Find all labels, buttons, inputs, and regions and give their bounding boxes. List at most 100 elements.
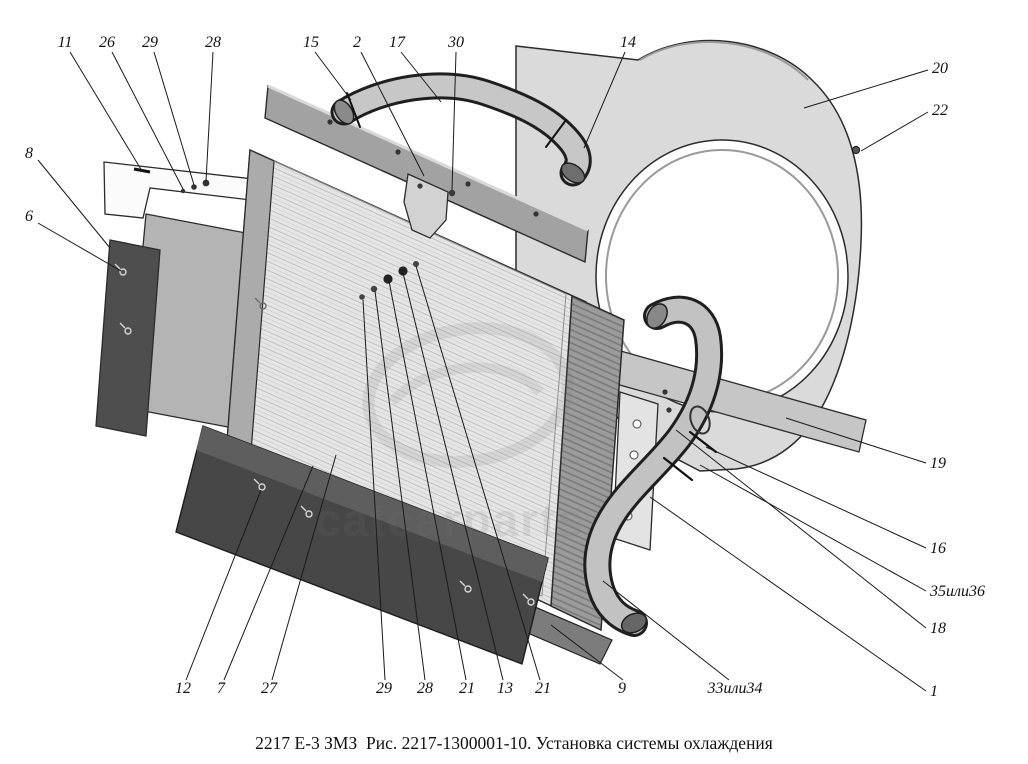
shroud-bolt (851, 145, 861, 155)
callout-8: 8 (25, 145, 33, 162)
bottom-deflector-panel (175, 425, 549, 665)
grommet (383, 274, 393, 284)
core-fasteners (359, 261, 419, 300)
crossmember-bolt (533, 211, 539, 217)
leader-line-19 (785, 417, 927, 464)
leader-line-28 (205, 51, 214, 182)
callout-9: 9 (618, 680, 626, 697)
leader-line-35или36 (699, 464, 927, 592)
radiator-mount-bracket (403, 173, 449, 239)
clip-markers (114, 263, 535, 606)
callout-14: 14 (620, 34, 636, 51)
callout-29: 29 (142, 34, 158, 51)
leader-line-30 (451, 51, 457, 191)
callout-20: 20 (932, 60, 948, 77)
callout-12: 12 (175, 680, 191, 697)
bracket-screw (417, 183, 423, 189)
leader-line-15 (314, 51, 352, 101)
leader-line-27 (271, 454, 337, 681)
plate-hole (629, 450, 639, 460)
crossmember-bolt (395, 149, 401, 155)
leader-line-17 (400, 51, 442, 103)
callout-22: 22 (932, 102, 948, 119)
callout-26: 26 (99, 34, 115, 51)
clip-icon (124, 327, 132, 335)
callout-11: 11 (58, 34, 73, 51)
leader-line-1 (649, 496, 927, 692)
clip-icon (258, 483, 266, 491)
plate-bolt (662, 389, 668, 395)
callout-15: 15 (303, 34, 319, 51)
callout-33или34: 33или34 (707, 680, 763, 697)
leader-line-2 (360, 51, 425, 177)
callout-21: 21 (459, 680, 475, 697)
hose-clamp (545, 119, 567, 148)
hose-clamp (346, 92, 361, 128)
leader-line-7 (223, 465, 314, 681)
fastener (413, 261, 419, 267)
watermark-swoosh (388, 362, 544, 406)
upper-radiator-hose (330, 72, 592, 187)
crossmember-edge (267, 84, 589, 232)
leader-line-33или34 (602, 580, 730, 681)
lower-radiator-hose (583, 295, 724, 637)
leader-line-9 (550, 624, 624, 681)
clip-icon (464, 585, 472, 593)
bottom-panel-flange (196, 426, 548, 582)
leader-line-16 (705, 446, 927, 549)
crossmember-bolt (465, 181, 471, 187)
leader-line-22 (860, 111, 929, 152)
pipe-joint-ring (689, 405, 711, 435)
callout-21: 21 (535, 680, 551, 697)
plate-bolt (666, 407, 672, 413)
leader-line-14 (583, 51, 626, 149)
plate-hole (632, 419, 642, 429)
callout-1: 1 (930, 683, 938, 700)
hose-end-fitting (620, 612, 648, 634)
leader-line-29 (362, 299, 386, 681)
hose-clamp (662, 456, 694, 482)
leader-line-26 (111, 51, 184, 190)
callout-17: 17 (389, 34, 406, 51)
callout-2: 2 (353, 34, 361, 51)
callout-29: 29 (376, 680, 392, 697)
callout-7: 7 (217, 680, 226, 697)
hose-end-fitting (333, 99, 355, 125)
clip-icon (527, 598, 535, 606)
clip-icon (259, 302, 267, 310)
clip-icon (119, 268, 127, 276)
bracket-screw (448, 189, 456, 197)
crossmember-bolt (327, 119, 333, 125)
callout-28: 28 (417, 680, 433, 697)
fastener (202, 179, 210, 187)
fastener (191, 184, 197, 190)
hose-end-fitting (560, 162, 586, 184)
leader-line-20 (803, 69, 929, 109)
hose-end-fitting (646, 303, 668, 329)
fastener (180, 188, 186, 194)
leader-line-8 (37, 159, 111, 249)
leader-line-12 (185, 489, 262, 681)
clip-icon (305, 510, 313, 518)
callout-6: 6 (25, 208, 33, 225)
fastener (359, 294, 365, 300)
leader-line-11 (69, 51, 143, 172)
leader-line-28 (374, 290, 426, 681)
fastener (370, 285, 378, 293)
leader-line-29 (153, 51, 195, 186)
watermark: catcarparts (315, 322, 585, 546)
leader-line-13 (402, 272, 504, 681)
watermark-text: catcarparts (315, 494, 585, 546)
left-dark-panel (95, 239, 161, 437)
callout-13: 13 (497, 680, 513, 697)
figure-caption: 2217 Е-3 ЗМЗ Рис. 2217-1300001-10. Устан… (255, 733, 773, 753)
hose-clamp (688, 430, 718, 454)
shroud-top-ridge (639, 41, 809, 81)
leader-line-18 (675, 429, 927, 629)
leader-line-21 (415, 265, 541, 681)
leader-line-21 (388, 280, 467, 681)
callout-16: 16 (930, 540, 946, 557)
grommet (398, 266, 408, 276)
